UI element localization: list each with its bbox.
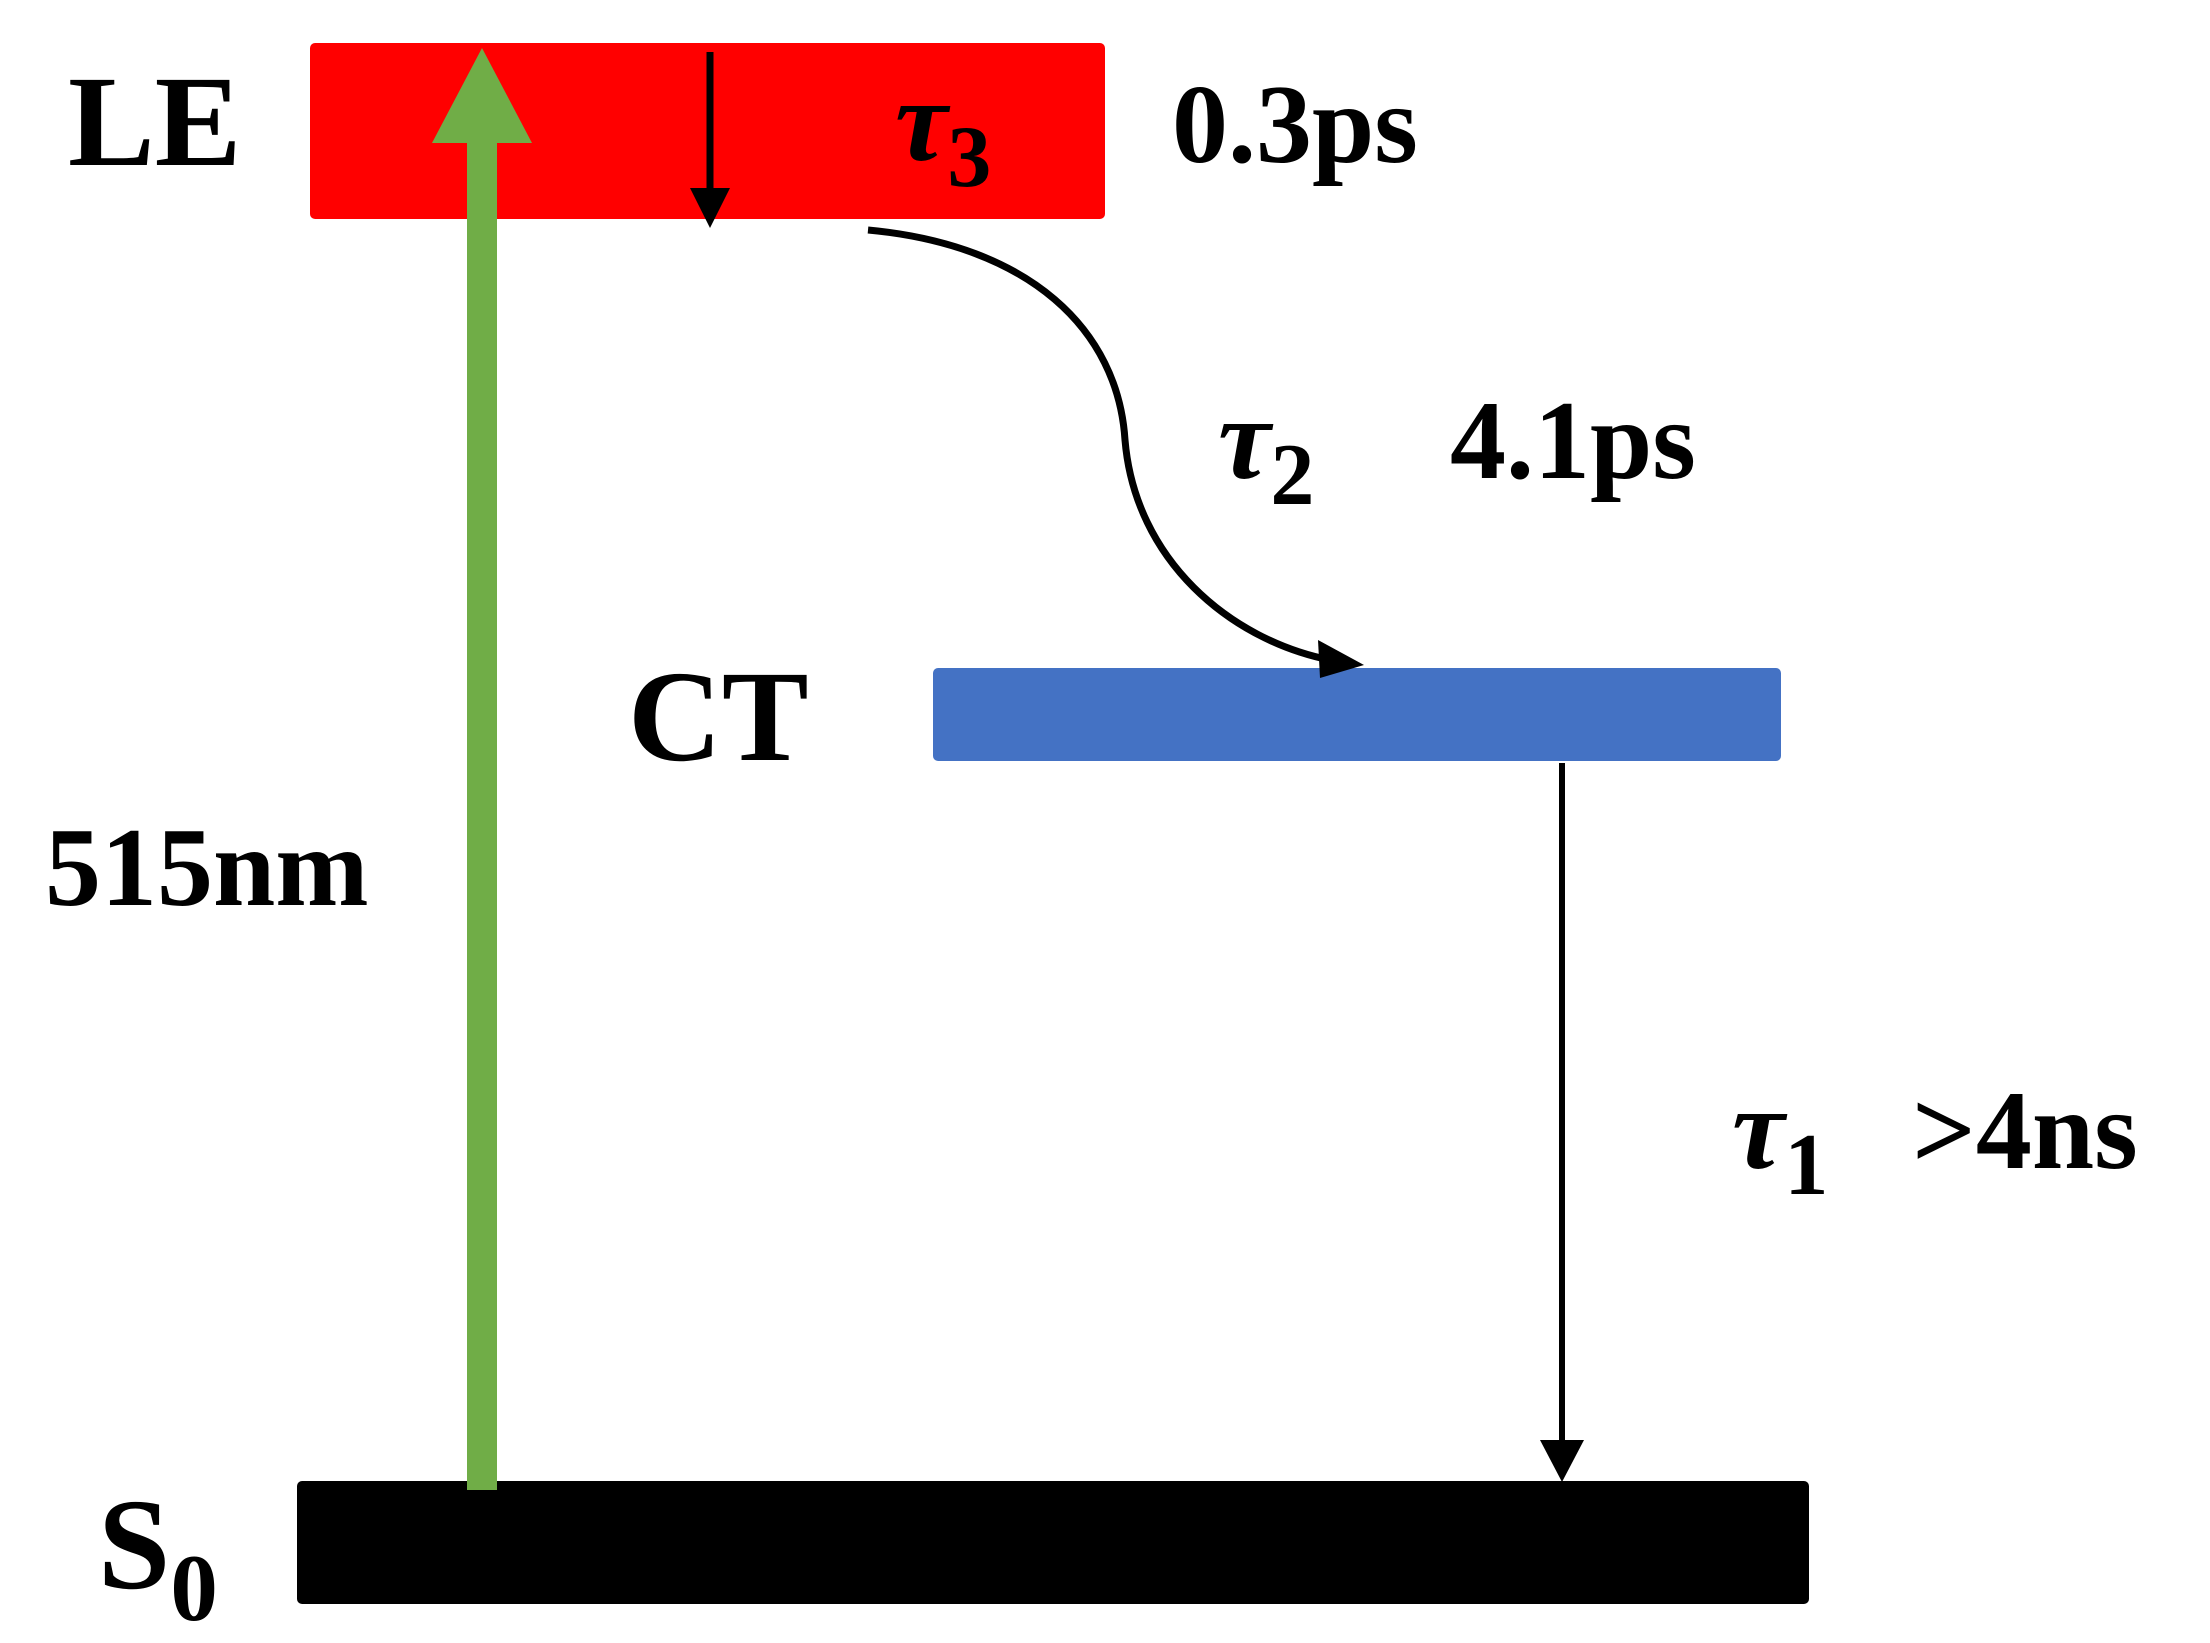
tau2-symbol: τ2 <box>1218 373 1314 524</box>
s0-level-bar <box>297 1481 1809 1604</box>
ct-level-label: CT <box>628 645 809 789</box>
tau1-symbol: τ1 <box>1732 1063 1828 1214</box>
excitation-arrow <box>432 48 532 1490</box>
le-level-label: LE <box>68 50 241 194</box>
s0-level-label: S0 <box>98 1473 218 1641</box>
tau2-arrowhead <box>1318 640 1364 678</box>
excitation-wavelength-label: 515nm <box>45 806 369 930</box>
tau1-value-label: >4ns <box>1912 1069 2138 1193</box>
tau3-arrow <box>690 52 730 228</box>
tau2-value-label: 4.1ps <box>1450 379 1696 503</box>
ct-level-bar <box>933 668 1781 761</box>
tau3-value-label: 0.3ps <box>1172 63 1418 187</box>
tau2-curved-arrow <box>867 226 1331 664</box>
tau1-arrow <box>1540 763 1584 1482</box>
tau3-symbol: τ3 <box>895 55 991 206</box>
